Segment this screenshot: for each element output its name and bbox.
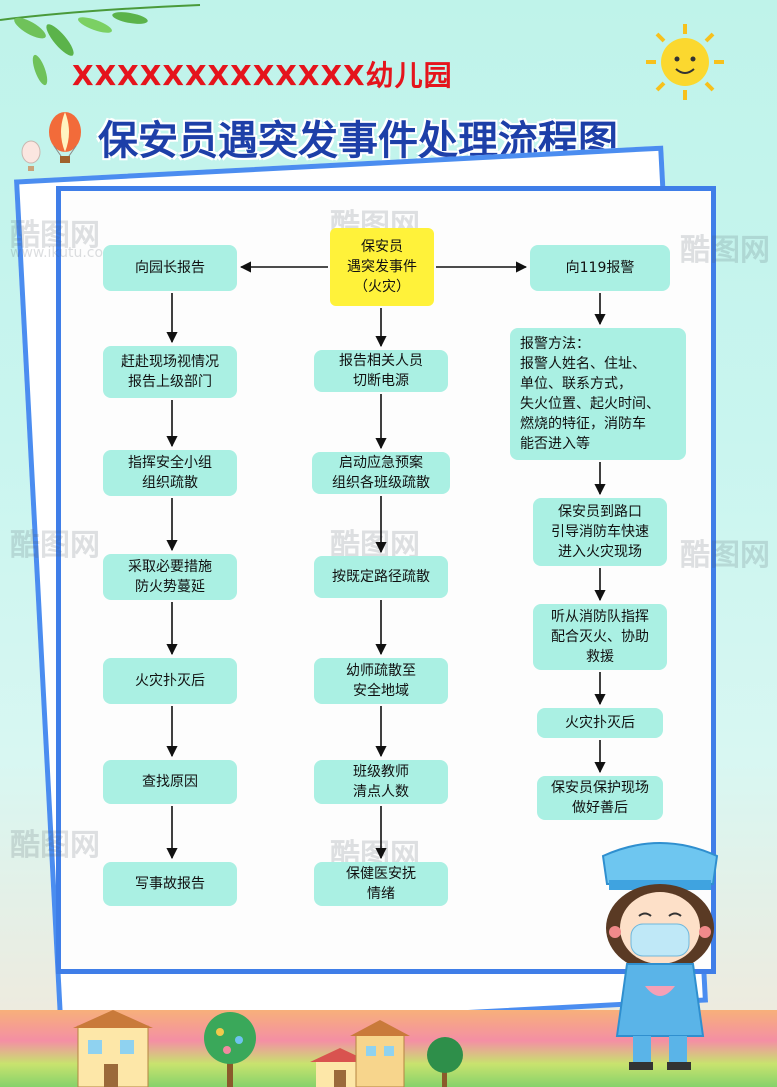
watermark-brand: 酷图网 xyxy=(10,218,100,253)
house-icon xyxy=(73,1010,153,1087)
right-step-4: 听从消防队指挥 配合灭火、协助 救援 xyxy=(533,604,667,670)
start-box: 保安员 遇突发事件 （火灾） xyxy=(330,228,434,306)
middle-step-4: 幼师疏散至 安全地域 xyxy=(314,658,448,704)
left-step-5: 火灾扑灭后 xyxy=(103,658,237,704)
tree-icon xyxy=(427,1037,463,1087)
right-step-1: 向119报警 xyxy=(530,245,670,291)
leaf-branch-icon xyxy=(0,4,201,86)
sun-icon xyxy=(646,24,724,100)
middle-step-3: 按既定路径疏散 xyxy=(314,556,448,598)
middle-step-6: 保健医安抚 情绪 xyxy=(314,862,448,906)
tree-icon xyxy=(204,1012,256,1087)
left-step-2: 赶赴现场视情况 报告上级部门 xyxy=(103,346,237,398)
right-step-3: 保安员到路口 引导消防车快速 进入火灾现场 xyxy=(533,498,667,566)
right-step-2: 报警方法： 报警人姓名、住址、 单位、联系方式， 失火位置、起火时间、 燃烧的特… xyxy=(510,328,686,460)
left-step-7: 写事故报告 xyxy=(103,862,237,906)
kindergarten-name: XXXXXXXXXXXXX幼儿园 xyxy=(72,59,453,92)
left-step-1: 向园长报告 xyxy=(103,245,237,291)
house-icon xyxy=(350,1020,410,1087)
watermark-brand: 酷图网 xyxy=(680,233,770,268)
left-step-3: 指挥安全小组 组织疏散 xyxy=(103,450,237,496)
right-step-6: 保安员保护现场 做好善后 xyxy=(537,776,663,820)
watermark-brand: 酷图网 xyxy=(10,828,100,863)
watermark-brand: 酷图网 xyxy=(680,538,770,573)
middle-step-5: 班级教师 清点人数 xyxy=(314,760,448,804)
watermark-url: www.ikutu.com xyxy=(10,245,117,261)
right-step-5: 火灾扑灭后 xyxy=(537,708,663,738)
middle-step-2: 启动应急预案 组织各班级疏散 xyxy=(312,452,450,494)
left-step-4: 采取必要措施 防火势蔓延 xyxy=(103,554,237,600)
left-step-6: 查找原因 xyxy=(103,760,237,804)
middle-step-1: 报告相关人员 切断电源 xyxy=(314,350,448,392)
nurse-character-icon xyxy=(601,842,719,1070)
hot-air-balloon-icon xyxy=(49,112,81,163)
watermark-brand: 酷图网 xyxy=(10,528,100,563)
hot-air-balloon-icon xyxy=(21,140,41,171)
